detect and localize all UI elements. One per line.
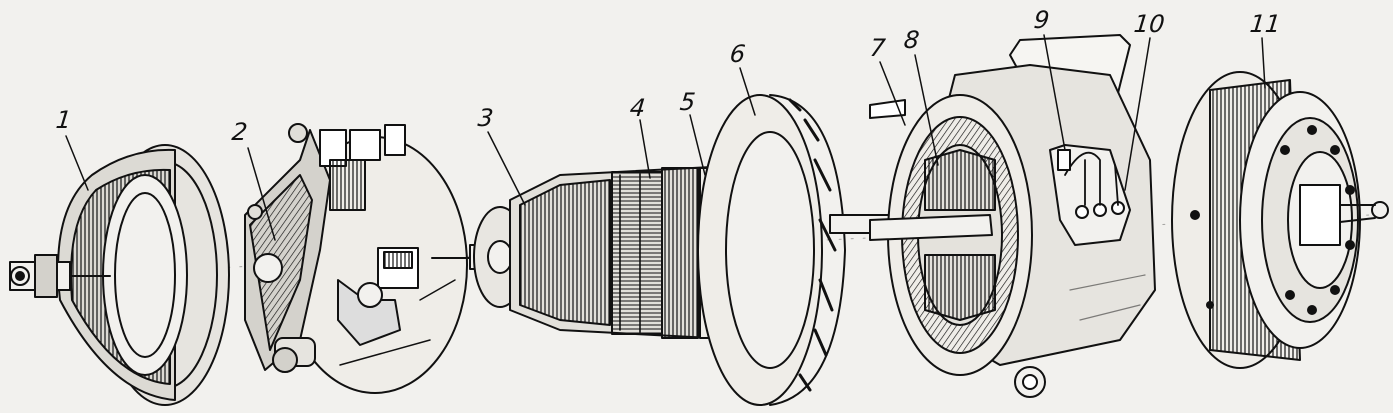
callout-10: 10: [1132, 10, 1167, 38]
part-7-10-stator-housing: [869, 34, 1156, 398]
callout-6: 6: [728, 40, 747, 68]
leader-line-10: [1124, 37, 1151, 191]
part-1-end-cover: [9, 144, 230, 406]
leader-line-7: [879, 61, 906, 126]
leader-line-9: [1043, 34, 1066, 151]
callout-9: 9: [1032, 6, 1051, 34]
leader-line-8: [914, 54, 939, 166]
leader-lines: [65, 34, 1266, 241]
leader-line-5: [689, 114, 706, 176]
part-2-brush-holder: [244, 123, 471, 394]
leader-line-4: [639, 119, 651, 179]
callout-4: 4: [628, 94, 647, 122]
callout-2: 2: [230, 118, 249, 146]
callout-5: 5: [678, 88, 697, 116]
callout-1: 1: [54, 106, 73, 134]
leader-line-6: [739, 67, 756, 116]
leader-line-11: [1261, 37, 1266, 89]
callout-11: 11: [1248, 10, 1283, 38]
callout-8: 8: [902, 26, 921, 54]
leader-line-2: [247, 147, 276, 241]
part-11-rear-shield: [1171, 71, 1389, 369]
callout-3: 3: [476, 104, 495, 132]
part-6-fan: [697, 94, 891, 406]
leader-line-1: [65, 135, 89, 191]
callout-7: 7: [868, 34, 887, 62]
leader-line-3: [487, 131, 526, 206]
